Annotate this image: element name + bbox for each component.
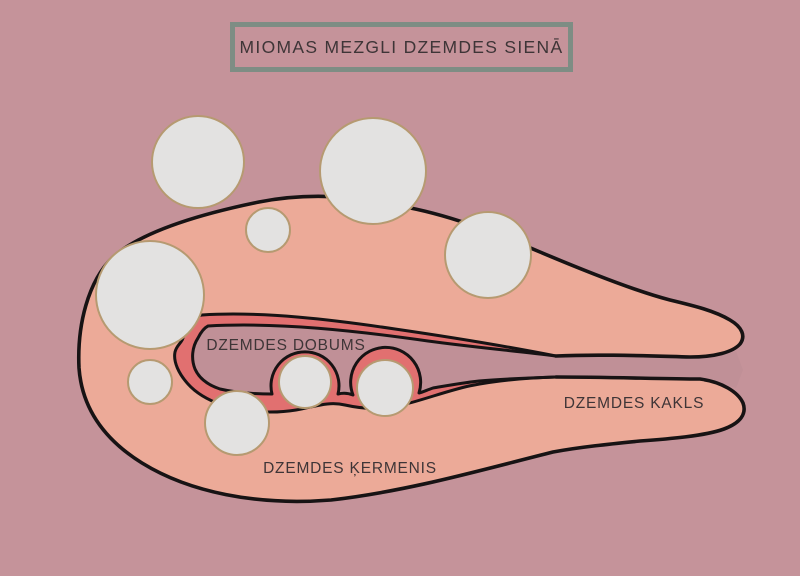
myoma-nodule — [95, 240, 205, 350]
title-box: MIOMAS MEZGLI DZEMDES SIENĀ — [230, 22, 573, 72]
myoma-nodule — [278, 355, 332, 409]
nodules-layer — [95, 115, 532, 456]
myoma-nodule — [356, 359, 414, 417]
label-uterine-body: DZEMDES ĶERMENIS — [263, 460, 437, 477]
myoma-nodule — [127, 359, 173, 405]
cavity-inner-outline — [191, 323, 558, 397]
label-cervix: DZEMDES KAKLS — [564, 395, 704, 412]
myoma-nodule — [444, 211, 532, 299]
page-title: MIOMAS MEZGLI DZEMDES SIENĀ — [239, 36, 564, 57]
myoma-nodule — [204, 390, 270, 456]
uterine-cavity-fill — [192, 325, 744, 395]
myoma-nodule — [151, 115, 245, 209]
uterus-outline — [76, 194, 746, 504]
label-uterine-cavity: DZEMDES DOBUMS — [206, 337, 365, 354]
endometrium-outer-outline — [173, 312, 558, 414]
myoma-nodule — [319, 117, 427, 225]
myoma-nodule — [245, 207, 291, 253]
